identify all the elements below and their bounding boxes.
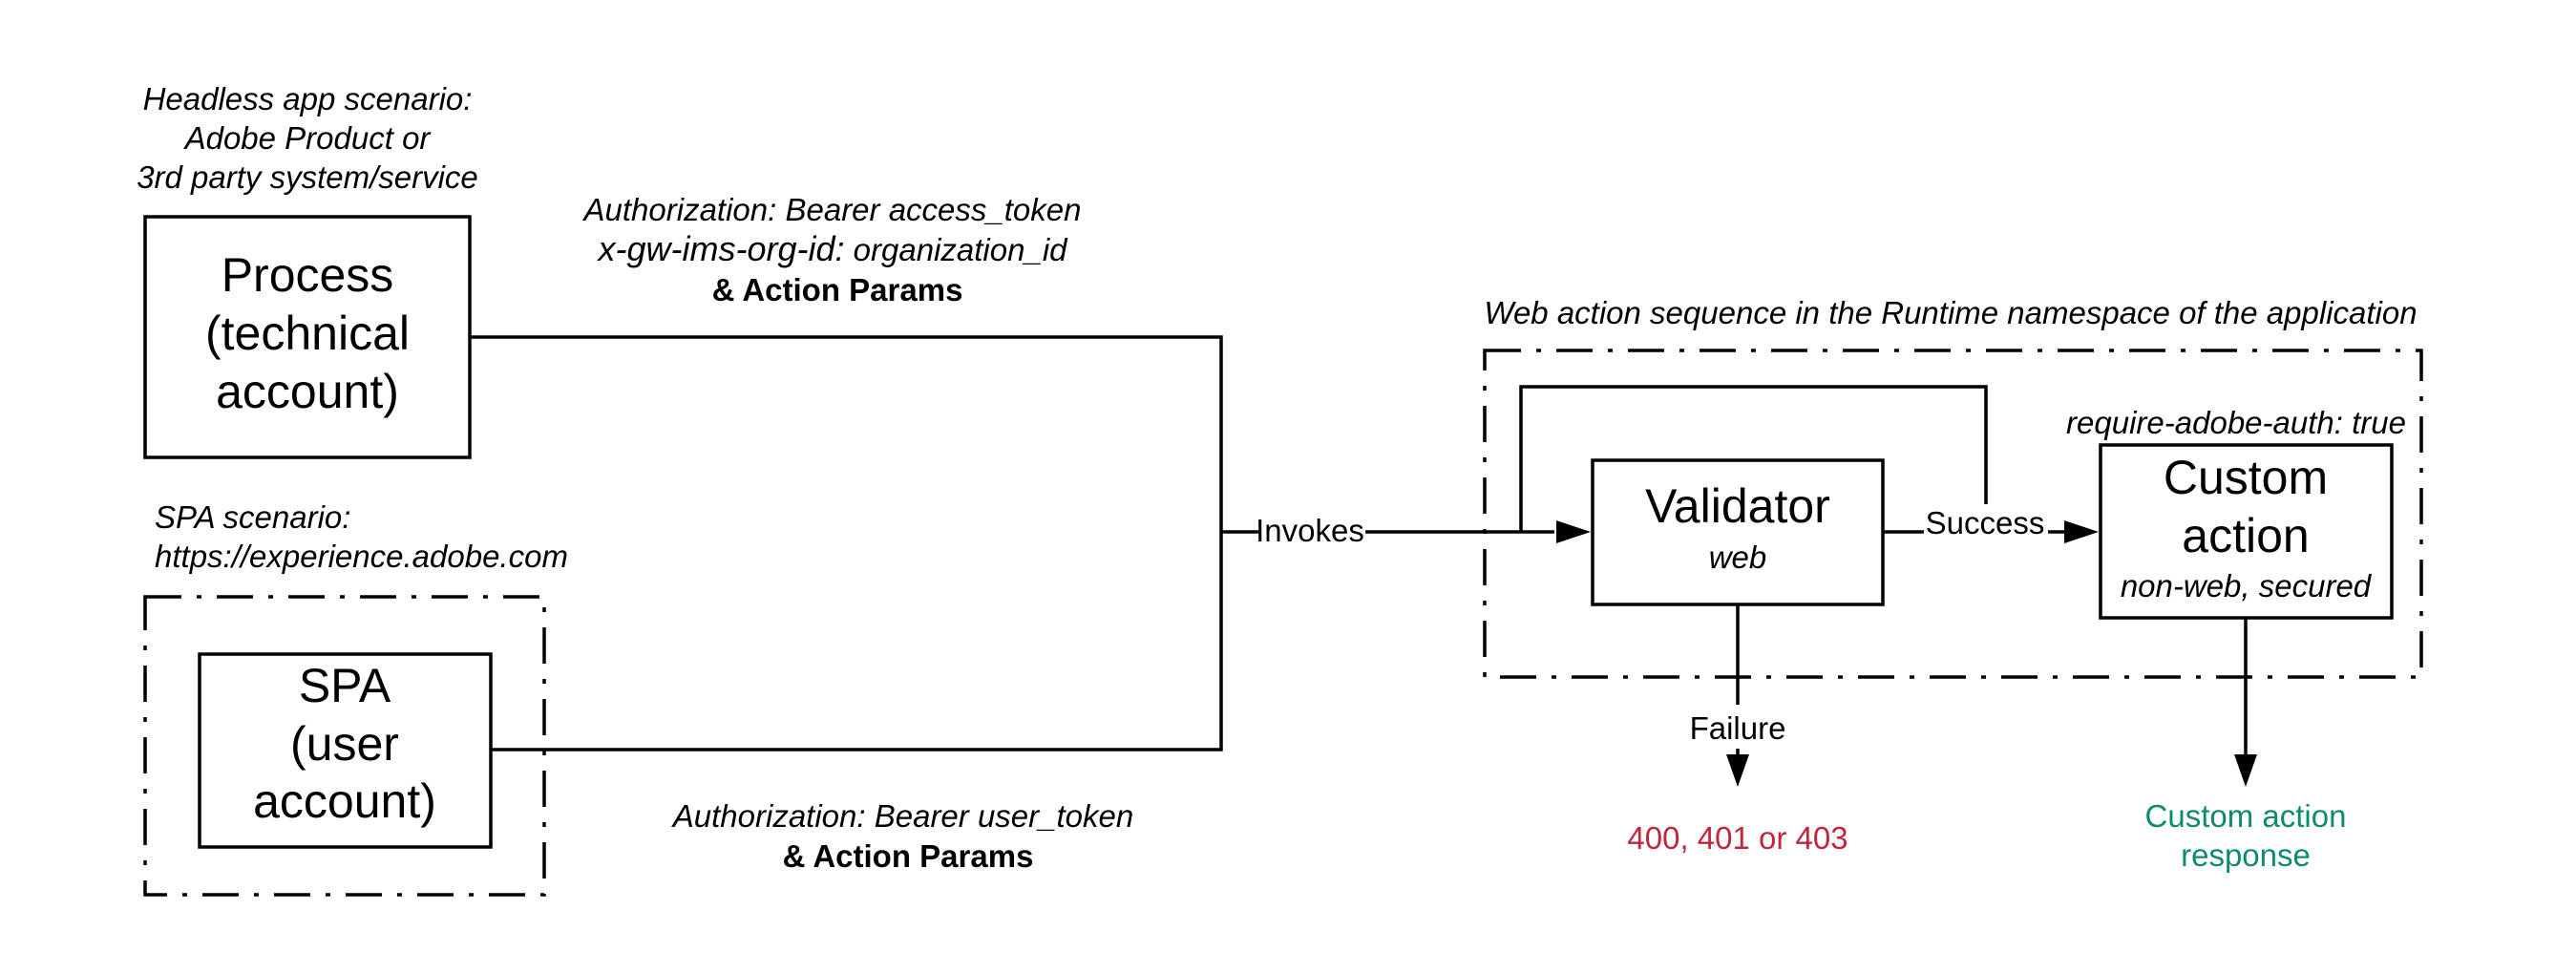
spa-box-line-1: SPA bbox=[299, 659, 391, 712]
custom-action-subtitle: non-web, secured bbox=[2121, 568, 2373, 603]
response-text-line-1: Custom action bbox=[2145, 798, 2347, 834]
validator-arrowhead bbox=[1556, 520, 1591, 543]
spa-box-line-2: (user bbox=[290, 717, 399, 771]
response-arrowhead bbox=[2234, 754, 2257, 787]
require-auth-label: require-adobe-auth: true bbox=[2066, 405, 2406, 440]
error-codes-text: 400, 401 or 403 bbox=[1627, 820, 1848, 856]
custom-action-title-line-2: action bbox=[2182, 509, 2309, 562]
custom-action-box: Custom action non-web, secured bbox=[2099, 443, 2394, 620]
validator-box: Validator web bbox=[1591, 458, 1885, 606]
bottom-request-params: Authorization: Bearer user_token & Actio… bbox=[671, 798, 1133, 874]
success-label: Success bbox=[1926, 505, 2045, 540]
failure-arrowhead bbox=[1726, 754, 1749, 787]
bottom-params-line-2: & Action Params bbox=[783, 838, 1034, 874]
response-text-line-2: response bbox=[2181, 837, 2311, 873]
headless-scenario-note: Headless app scenario: Adobe Product or … bbox=[137, 81, 478, 195]
process-box-line-2: (technical bbox=[205, 307, 410, 360]
top-params-line-1: Authorization: Bearer access_token bbox=[582, 192, 1082, 227]
headless-note-line-2: Adobe Product or bbox=[183, 120, 433, 156]
top-params-line-2: x-gw-ims-org-id: organization_id bbox=[596, 229, 1068, 268]
sequence-title: Web action sequence in the Runtime names… bbox=[1484, 295, 2417, 330]
process-box: Process (technical account) bbox=[143, 215, 472, 459]
spa-scenario-note: SPA scenario: https://experience.adobe.c… bbox=[155, 499, 568, 574]
custom-action-title-line-1: Custom bbox=[2164, 451, 2328, 504]
validator-subtitle: web bbox=[1709, 540, 1767, 575]
spa-note-line-2: https://experience.adobe.com bbox=[155, 539, 568, 574]
client-connector bbox=[470, 335, 1223, 752]
spa-container bbox=[143, 595, 546, 897]
custom-action-arrowhead bbox=[2064, 520, 2099, 543]
sequence-bypass-line bbox=[1519, 385, 1988, 532]
sequence-container bbox=[1483, 349, 2423, 679]
process-box-line-3: account) bbox=[216, 365, 399, 418]
bottom-params-line-1: Authorization: Bearer user_token bbox=[671, 798, 1133, 834]
headless-note-line-3: 3rd party system/service bbox=[137, 159, 478, 195]
process-box-line-1: Process bbox=[222, 248, 394, 302]
top-params-header-value: organization_id bbox=[845, 232, 1069, 267]
top-params-line-3: & Action Params bbox=[712, 272, 963, 307]
top-params-header-name: x-gw-ims-org-id: bbox=[596, 229, 844, 268]
validator-title: Validator bbox=[1645, 479, 1830, 533]
headless-note-line-1: Headless app scenario: bbox=[143, 81, 473, 116]
spa-note-line-1: SPA scenario: bbox=[155, 499, 350, 535]
spa-box-line-3: account) bbox=[253, 774, 436, 828]
top-request-params: Authorization: Bearer access_token x-gw-… bbox=[582, 192, 1082, 307]
spa-box: SPA (user account) bbox=[198, 652, 493, 849]
failure-label: Failure bbox=[1690, 710, 1786, 746]
invokes-label: Invokes bbox=[1256, 513, 1364, 548]
